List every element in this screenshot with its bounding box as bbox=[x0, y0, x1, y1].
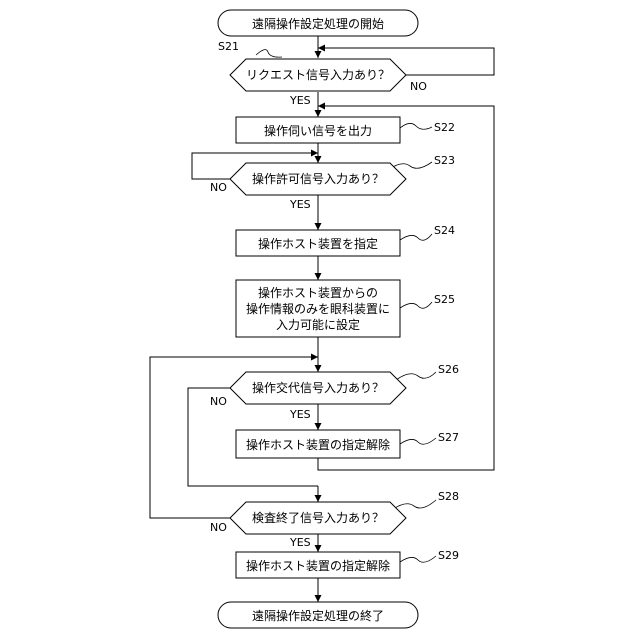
decision-s26: 操作交代信号入力あり？ S26 NO YES bbox=[210, 363, 459, 421]
s26-no-label: NO bbox=[210, 395, 227, 408]
s23-yes-label: YES bbox=[289, 198, 311, 211]
leader-s27 bbox=[400, 438, 436, 444]
decision-s21-label: リクエスト信号入力あり？ bbox=[246, 68, 390, 82]
s26-yes-label: YES bbox=[289, 408, 311, 421]
leader-s22 bbox=[400, 123, 432, 129]
process-s29-label: 操作ホスト装置の指定解除 bbox=[246, 558, 390, 573]
step-id-s23: S23 bbox=[434, 154, 455, 167]
decision-s23: 操作許可信号入力あり？ S23 NO YES bbox=[210, 154, 455, 211]
step-id-s29: S29 bbox=[438, 549, 459, 562]
s23-no-label: NO bbox=[210, 181, 227, 194]
step-id-s22: S22 bbox=[434, 121, 455, 134]
leader-s21 bbox=[256, 50, 282, 58]
leader-s28 bbox=[392, 500, 436, 510]
process-s29: 操作ホスト装置の指定解除 S29 bbox=[236, 549, 459, 578]
process-s22: 操作伺い信号を出力 S22 bbox=[236, 117, 455, 143]
end-terminal-label: 遠隔操作設定処理の終了 bbox=[252, 608, 384, 623]
step-id-s27: S27 bbox=[438, 431, 459, 444]
process-s25-line-2: 操作情報のみを眼科装置に bbox=[246, 301, 390, 316]
decision-s28: 検査終了信号入力あり？ S28 NO YES bbox=[210, 490, 459, 549]
start-terminal: 遠隔操作設定処理の開始 bbox=[218, 10, 418, 36]
process-s27-label: 操作ホスト装置の指定解除 bbox=[246, 437, 390, 452]
step-id-s25: S25 bbox=[434, 293, 455, 306]
s21-yes-label: YES bbox=[289, 94, 311, 107]
end-terminal: 遠隔操作設定処理の終了 bbox=[218, 602, 418, 628]
start-terminal-label: 遠隔操作設定処理の開始 bbox=[252, 16, 384, 31]
step-id-s26: S26 bbox=[438, 363, 459, 376]
step-id-s28: S28 bbox=[438, 490, 459, 503]
decision-s28-label: 検査終了信号入力あり？ bbox=[252, 510, 384, 525]
process-s22-label: 操作伺い信号を出力 bbox=[264, 123, 372, 138]
process-s24-label: 操作ホスト装置を指定 bbox=[258, 236, 378, 251]
leader-s29 bbox=[400, 556, 436, 562]
step-id-s24: S24 bbox=[434, 224, 455, 237]
leader-s26 bbox=[396, 372, 436, 380]
process-s25-line-3: 入力可能に設定 bbox=[276, 317, 360, 332]
decision-s26-label: 操作交代信号入力あり？ bbox=[252, 380, 384, 395]
step-id-s21: S21 bbox=[218, 40, 239, 53]
process-s25-line-1: 操作ホスト装置からの bbox=[258, 285, 378, 300]
s21-no-label: NO bbox=[410, 80, 427, 93]
decision-s23-label: 操作許可信号入力あり？ bbox=[252, 171, 384, 186]
s28-no-label: NO bbox=[210, 521, 227, 534]
decision-s21: リクエスト信号入力あり？ S21 NO YES bbox=[218, 40, 427, 107]
s28-yes-label: YES bbox=[289, 536, 311, 549]
leader-s25 bbox=[400, 302, 432, 308]
leader-s24 bbox=[400, 234, 432, 240]
